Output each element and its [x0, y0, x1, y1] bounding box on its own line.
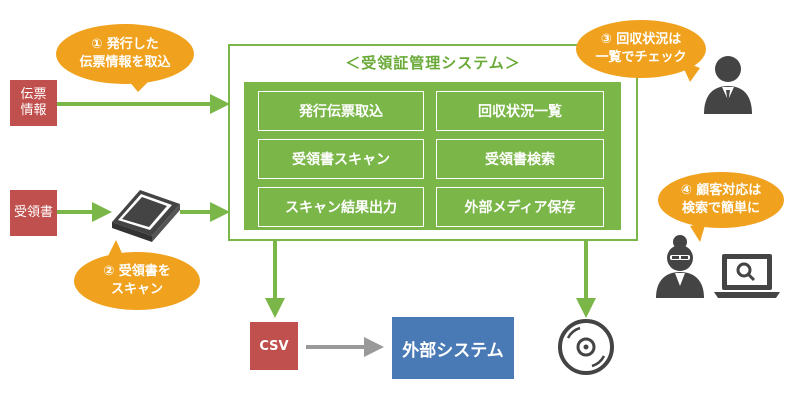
callout-step-2-line2: スキャン — [110, 282, 163, 297]
callout-step-2-line1: ② 受領書を — [103, 264, 171, 279]
external-system-box: 外部システム — [392, 317, 514, 379]
function-export-scan-results: スキャン結果出力 — [258, 187, 424, 227]
callout-step-1-line2: 伝票情報を取込 — [79, 55, 171, 70]
callout-step-4-line1: ④ 顧客対応は — [680, 183, 762, 198]
function-collection-status: 回収状況一覧 — [436, 91, 604, 131]
callout-step-1-line1: ① 発行した — [91, 37, 159, 52]
function-search-receipt: 受領書検索 — [436, 139, 604, 179]
callout-step-3-line1: ③ 回収状況は — [600, 32, 682, 47]
system-title: ＜受領証管理システム＞ — [345, 54, 521, 72]
csv-file: CSV — [250, 322, 298, 370]
callout-step-4: ④ 顧客対応は 検索で簡単に — [658, 172, 784, 228]
slip-info-line2: 情報 — [20, 103, 47, 118]
slip-info-line1: 伝票 — [20, 87, 47, 102]
slip-info-document: 伝票 情報 — [10, 80, 57, 126]
bubble-tail-4 — [690, 222, 706, 242]
callout-step-1: ① 発行した 伝票情報を取込 — [56, 24, 194, 84]
scanner-icon — [112, 190, 180, 242]
system-function-panel: 発行伝票取込 回収状況一覧 受領書スキャン 受領書検索 スキャン結果出力 外部メ… — [244, 82, 621, 230]
function-save-external-media: 外部メディア保存 — [436, 187, 604, 227]
optical-disc-icon — [558, 319, 614, 375]
receipt-document: 受領書 — [10, 190, 57, 236]
function-scan-receipt: 受領書スキャン — [258, 139, 424, 179]
receipt-label: 受領書 — [13, 205, 53, 220]
person-icon — [704, 56, 752, 114]
callout-step-4-line2: 検索で簡単に — [681, 201, 760, 216]
callout-step-3-line2: 一覧でチェック — [595, 50, 687, 65]
function-import-slips: 発行伝票取込 — [258, 91, 424, 131]
callout-step-2: ② 受領書を スキャン — [74, 252, 200, 310]
laptop-search-icon — [714, 254, 780, 298]
person-with-glasses-icon — [656, 235, 704, 298]
callout-step-3: ③ 回収状況は 一覧でチェック — [576, 20, 706, 78]
